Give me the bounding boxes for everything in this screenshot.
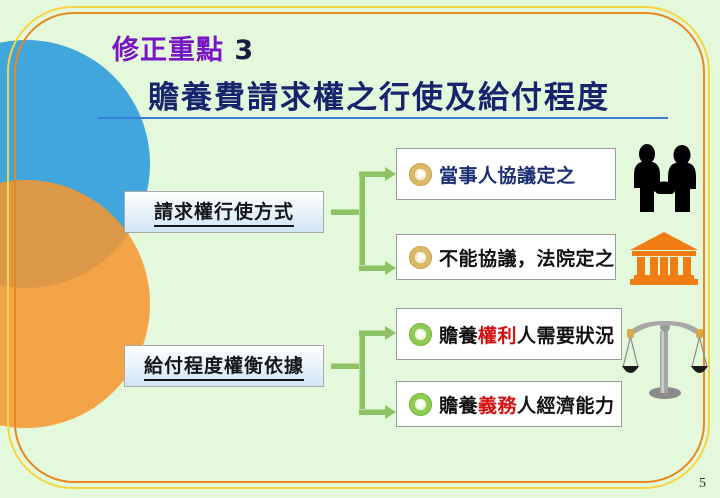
parent-box-label: 給付程度權衡依據 <box>143 351 304 381</box>
child-box-label-part-2: 人經濟能力 <box>517 394 615 417</box>
child-box-obligor-capacity[interactable]: 贍養義務人經濟能力 <box>396 381 622 427</box>
play-circle-gold-icon <box>409 245 432 269</box>
connector-arrowhead-bottom <box>385 261 396 275</box>
connector-arm-top <box>359 330 387 336</box>
scales-of-justice-icon <box>622 321 708 399</box>
play-circle-gold-icon <box>409 162 432 186</box>
child-box-recipient-needs[interactable]: 贍養權利人需要狀況 <box>396 308 622 360</box>
title-underline-rule <box>98 117 668 119</box>
child-box-label-part-1: 贍養 <box>439 324 479 347</box>
connector-stub <box>331 209 359 215</box>
subheading: 修正重點 3 <box>112 28 254 67</box>
connector-arrowhead-bottom <box>385 405 396 419</box>
child-box-label: 不能協議，法院定之 <box>439 247 615 270</box>
parent-box-payment-basis[interactable]: 給付程度權衡依據 <box>124 345 324 387</box>
child-box-label-part-2: 人需要狀況 <box>517 324 615 347</box>
decorative-circle-blue <box>0 40 150 288</box>
courthouse-icon <box>630 232 698 285</box>
parent-box-request-method[interactable]: 請求權行使方式 <box>124 191 324 233</box>
child-box-label-highlight: 權利 <box>478 324 518 347</box>
child-box-court-decides[interactable]: 不能協議，法院定之 <box>396 234 616 280</box>
child-box-label: 當事人協議定之 <box>439 164 576 187</box>
play-circle-green-icon <box>409 322 432 346</box>
connector-arrowhead-top <box>385 326 396 340</box>
page-title: 贍養費請求權之行使及給付程度 <box>148 80 610 116</box>
handshake-icon <box>634 144 696 212</box>
child-box-mutual-agreement[interactable]: 當事人協議定之 <box>396 148 616 200</box>
connector-arm-top <box>359 171 387 177</box>
connector-arm-bottom <box>359 409 387 415</box>
connector-vertical <box>359 172 365 271</box>
subheading-label: 修正重點 <box>112 35 224 66</box>
connector-arrowhead-top <box>385 167 396 181</box>
child-box-label-highlight: 義務 <box>478 394 518 417</box>
connector-arm-bottom <box>359 265 387 271</box>
page-number: 5 <box>699 476 706 491</box>
connector-vertical <box>359 331 365 414</box>
child-box-label-part-1: 贍養 <box>439 394 479 417</box>
parent-box-label: 請求權行使方式 <box>153 197 294 227</box>
play-circle-green-icon <box>409 392 432 416</box>
subheading-number: 3 <box>234 35 255 66</box>
connector-stub <box>331 363 359 369</box>
